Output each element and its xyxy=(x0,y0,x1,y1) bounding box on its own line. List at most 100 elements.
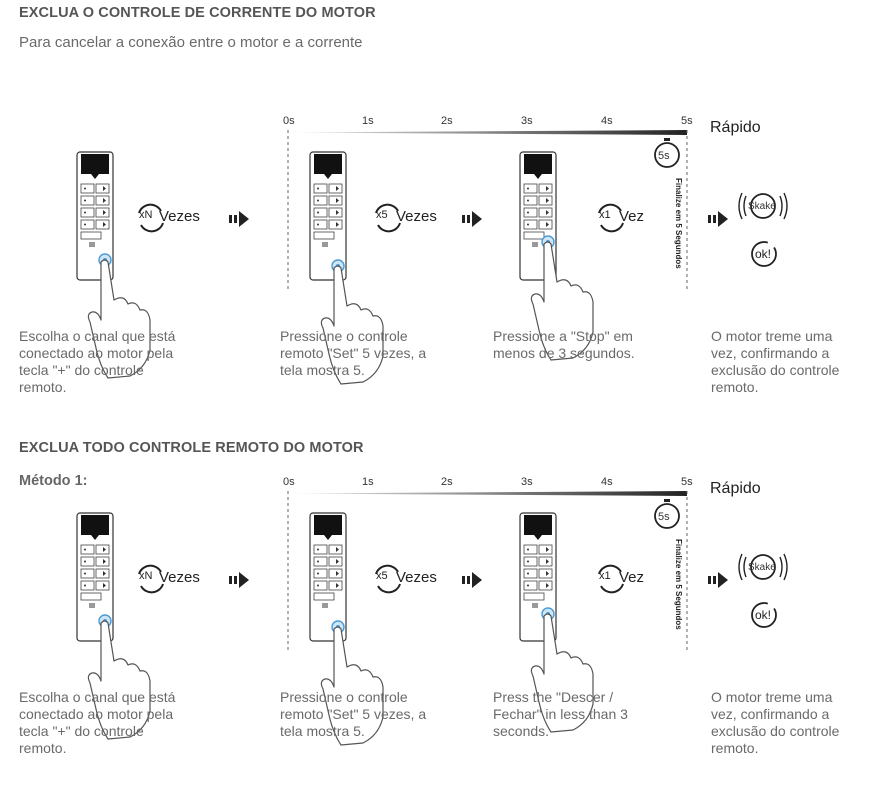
ok-badge-icon xyxy=(751,241,777,267)
step-caption-line: vez, confirmando a xyxy=(711,345,830,361)
step-caption-line: tecla "+" do controle xyxy=(19,362,144,378)
ok-label: ok! xyxy=(755,608,772,622)
multiplier-label: x5 xyxy=(376,570,388,582)
remote-hand-illustration xyxy=(519,512,594,733)
timeline-tick-label: 5s xyxy=(681,115,693,127)
finish-in-5s-label: Finalize em 5 Segundos xyxy=(674,178,683,269)
step-caption-line: Pressione o controle xyxy=(280,328,408,344)
repeat-word: Vezes xyxy=(396,208,437,225)
timeline-tick-label: 1s xyxy=(362,476,374,488)
timeline-start-line xyxy=(287,491,289,651)
step-caption-line: menos de 3 segundos. xyxy=(493,345,635,361)
repeat-arrows-icon xyxy=(138,203,164,233)
hand-pointer-icon xyxy=(320,626,384,746)
step-caption-line: Pressione o controle xyxy=(280,689,408,705)
ok-label: ok! xyxy=(755,247,772,261)
stopwatch-label: 5s xyxy=(658,150,670,162)
remote-hand-illustration xyxy=(309,512,384,746)
remote-control-icon xyxy=(76,512,114,642)
timeline-tick-label: 2s xyxy=(441,476,453,488)
repeat-word: Vezes xyxy=(396,569,437,586)
next-step-arrow-icon xyxy=(462,572,482,588)
timeline-tick-label: 4s xyxy=(601,115,613,127)
step-caption-line: vez, confirmando a xyxy=(711,706,830,722)
multiplier-label: xN xyxy=(139,570,153,582)
multiplier-label: x1 xyxy=(599,570,611,582)
repeat-arrows-icon xyxy=(375,203,401,233)
speed-label: Rápido xyxy=(710,480,761,497)
step-caption-line: exclusão do controle xyxy=(711,723,840,739)
step-caption-line: Pressione a "Stop" em xyxy=(493,328,633,344)
next-step-arrow-icon xyxy=(708,211,728,227)
shake-label: Skake xyxy=(748,562,776,573)
shake-icon xyxy=(738,192,788,220)
repeat-arrows-icon xyxy=(598,203,624,233)
timeline-tick-label: 3s xyxy=(521,476,533,488)
hand-pointer-icon xyxy=(87,259,151,379)
ok-badge-icon xyxy=(751,602,777,628)
remote-control-icon xyxy=(309,512,347,642)
step-caption-line: exclusão do controle xyxy=(711,362,840,378)
timeline-tick-label: 1s xyxy=(362,115,374,127)
remote-control-icon xyxy=(309,151,347,281)
step-caption-line: O motor treme uma xyxy=(711,328,833,344)
stopwatch-icon xyxy=(654,138,680,168)
timeline-start-line xyxy=(287,130,289,290)
next-step-arrow-icon xyxy=(462,211,482,227)
step-caption-line: conectado ao motor pela xyxy=(19,706,174,722)
timeline-tick-label: 3s xyxy=(521,115,533,127)
timeline-tick-label: 0s xyxy=(283,476,295,488)
timeline-tick-label: 5s xyxy=(681,476,693,488)
remote-hand-illustration xyxy=(519,151,594,361)
remote-hand-illustration xyxy=(76,151,151,379)
repeat-arrows-icon xyxy=(598,564,624,594)
multiplier-label: x5 xyxy=(376,209,388,221)
repeat-arrows-icon xyxy=(375,564,401,594)
speed-label: Rápido xyxy=(710,119,761,136)
shake-label: Skake xyxy=(748,201,776,212)
next-step-arrow-icon xyxy=(708,572,728,588)
stopwatch-label: 5s xyxy=(658,511,670,523)
step-caption-line: remoto "Set" 5 vezes, a xyxy=(280,706,427,722)
repeat-word: Vez xyxy=(619,208,645,225)
section2-title: EXCLUA TODO CONTROLE REMOTO DO MOTOR xyxy=(19,440,364,456)
section1-title: EXCLUA O CONTROLE DE CORRENTE DO MOTOR xyxy=(19,5,376,21)
timeline-tick-label: 4s xyxy=(601,476,613,488)
step-caption-line: remoto. xyxy=(711,379,759,395)
step-caption-line: Escolha o canal que está xyxy=(19,328,176,344)
step-caption-line: remoto. xyxy=(711,740,759,756)
step-caption-line: tela mostra 5. xyxy=(280,723,365,739)
repeat-arrows-icon xyxy=(138,564,164,594)
repeat-word: Vez xyxy=(619,569,645,586)
finish-in-5s-label: Finalize em 5 Segundos xyxy=(674,539,683,630)
hand-pointer-icon xyxy=(530,241,594,361)
stopwatch-icon xyxy=(654,499,680,529)
remote-control-icon xyxy=(76,151,114,281)
timeline-tick-label: 0s xyxy=(283,115,295,127)
step-caption-line: remoto. xyxy=(19,379,67,395)
timeline-bar xyxy=(287,491,687,496)
step-caption-line: remoto "Set" 5 vezes, a xyxy=(280,345,427,361)
step-caption-line: Press the "Descer / xyxy=(493,689,614,705)
timeline-tick-label: 2s xyxy=(441,115,453,127)
step-caption-line: tecla "+" do controle xyxy=(19,723,144,739)
step-caption-line: O motor treme uma xyxy=(711,689,833,705)
section1-subtitle: Para cancelar a conexão entre o motor e … xyxy=(19,34,363,51)
hand-pointer-icon xyxy=(530,613,594,733)
timeline-bar xyxy=(287,130,687,135)
next-step-arrow-icon xyxy=(229,572,249,588)
repeat-word: Vezes xyxy=(159,208,200,225)
step-caption-line: conectado ao motor pela xyxy=(19,345,174,361)
remote-hand-illustration xyxy=(309,151,384,385)
multiplier-label: x1 xyxy=(599,209,611,221)
hand-pointer-icon xyxy=(320,265,384,385)
timeline-end-line xyxy=(686,491,688,651)
shake-icon xyxy=(738,553,788,581)
step-caption-line: Fechar" in less than 3 xyxy=(493,706,628,722)
step-caption-line: remoto. xyxy=(19,740,67,756)
next-step-arrow-icon xyxy=(229,211,249,227)
remote-hand-illustration xyxy=(76,512,151,740)
step-caption-line: seconds. xyxy=(493,723,550,739)
